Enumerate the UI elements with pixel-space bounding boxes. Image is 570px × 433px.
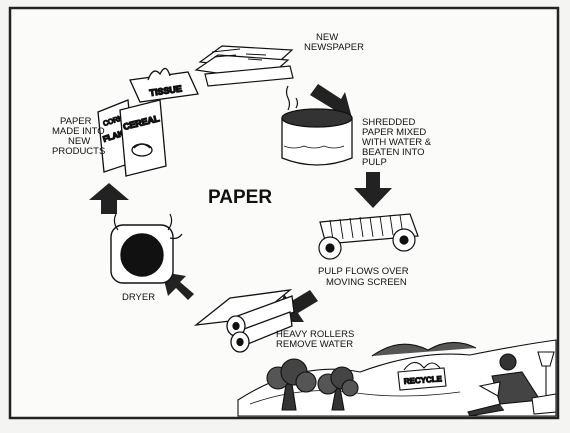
step-moving-screen-label: PULP FLOWS OVER MOVING SCREEN — [318, 266, 411, 288]
step-5-line-1: DRYER — [122, 292, 155, 303]
box-icon — [532, 394, 556, 414]
step-3-line-2: MOVING SCREEN — [326, 277, 407, 288]
step-1-line-2: NEWSPAPER — [304, 42, 364, 53]
step-dryer-label: DRYER — [122, 292, 155, 303]
step-2-line-5: PULP — [362, 157, 387, 168]
center-title: PAPER — [208, 187, 272, 208]
step-6-line-4: PRODUCTS — [52, 146, 105, 157]
step-heavy-rollers-label: HEAVY ROLLERS REMOVE WATER — [276, 329, 357, 350]
step-4-line-2: REMOVE WATER — [276, 339, 353, 350]
step-3-line-1: PULP FLOWS OVER — [318, 266, 409, 277]
